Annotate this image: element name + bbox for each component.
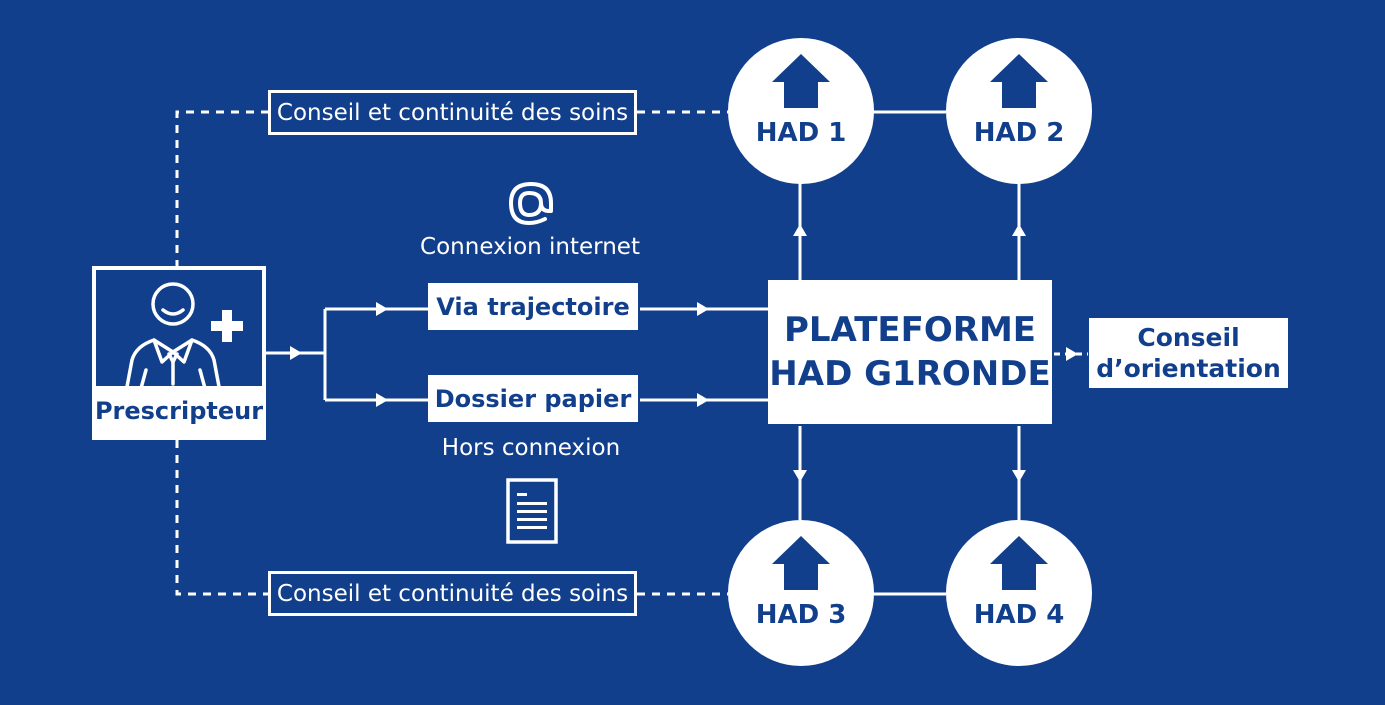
- dossier-papier-box: Dossier papier: [428, 375, 638, 422]
- arrow-up-had2: [1012, 224, 1026, 236]
- dashed-link-top: [175, 110, 268, 268]
- had-unit-label: HAD 4: [973, 600, 1065, 630]
- prescripteur-label: Prescripteur: [95, 386, 263, 436]
- had-unit-label: HAD 2: [973, 118, 1065, 148]
- house-icon: [990, 54, 1048, 108]
- house-icon: [772, 54, 830, 108]
- house-icon: [772, 536, 830, 590]
- platform-line-2: HAD G1RONDE: [769, 354, 1051, 394]
- dashed-link-bottom: [175, 440, 268, 596]
- had-unit-4: HAD 4: [946, 520, 1092, 666]
- had-unit-3: HAD 3: [728, 520, 874, 666]
- internet-caption: Connexion internet: [420, 234, 640, 260]
- prescripteur-box: Prescripteur: [92, 266, 266, 440]
- arrow-up-had1: [793, 224, 807, 236]
- had-unit-2: HAD 2: [946, 38, 1092, 184]
- had-unit-label: HAD 3: [755, 600, 847, 630]
- top-link-label: Conseil et continuité des soins: [268, 90, 637, 135]
- arrow-right-6: [1066, 347, 1078, 361]
- bottom-link-label: Conseil et continuité des soins: [268, 571, 637, 616]
- doctor-person-icon: [124, 282, 243, 394]
- house-icon: [990, 536, 1048, 590]
- orientation-box: Conseil d’orientation: [1089, 318, 1288, 388]
- at-sign-icon: [508, 181, 553, 225]
- document-icon: [506, 478, 558, 544]
- arrow-right-2: [376, 302, 388, 316]
- had-unit-label: HAD 1: [755, 118, 847, 148]
- arrow-down-had3: [793, 470, 807, 482]
- arrow-right-5: [697, 393, 709, 407]
- platform-line-1: PLATEFORME: [783, 310, 1037, 350]
- platform-box: PLATEFORME HAD G1RONDE: [768, 280, 1052, 424]
- arrow-right-1: [290, 346, 302, 360]
- arrow-right-4: [697, 302, 709, 316]
- via-trajectoire-box: Via trajectoire: [428, 283, 638, 330]
- arrow-right-3: [376, 393, 388, 407]
- offline-caption: Hors connexion: [441, 435, 621, 461]
- had-unit-1: HAD 1: [728, 38, 874, 184]
- orientation-line-1: Conseil: [1137, 323, 1240, 352]
- orientation-line-2: d’orientation: [1096, 354, 1281, 383]
- arrow-down-had4: [1012, 470, 1026, 482]
